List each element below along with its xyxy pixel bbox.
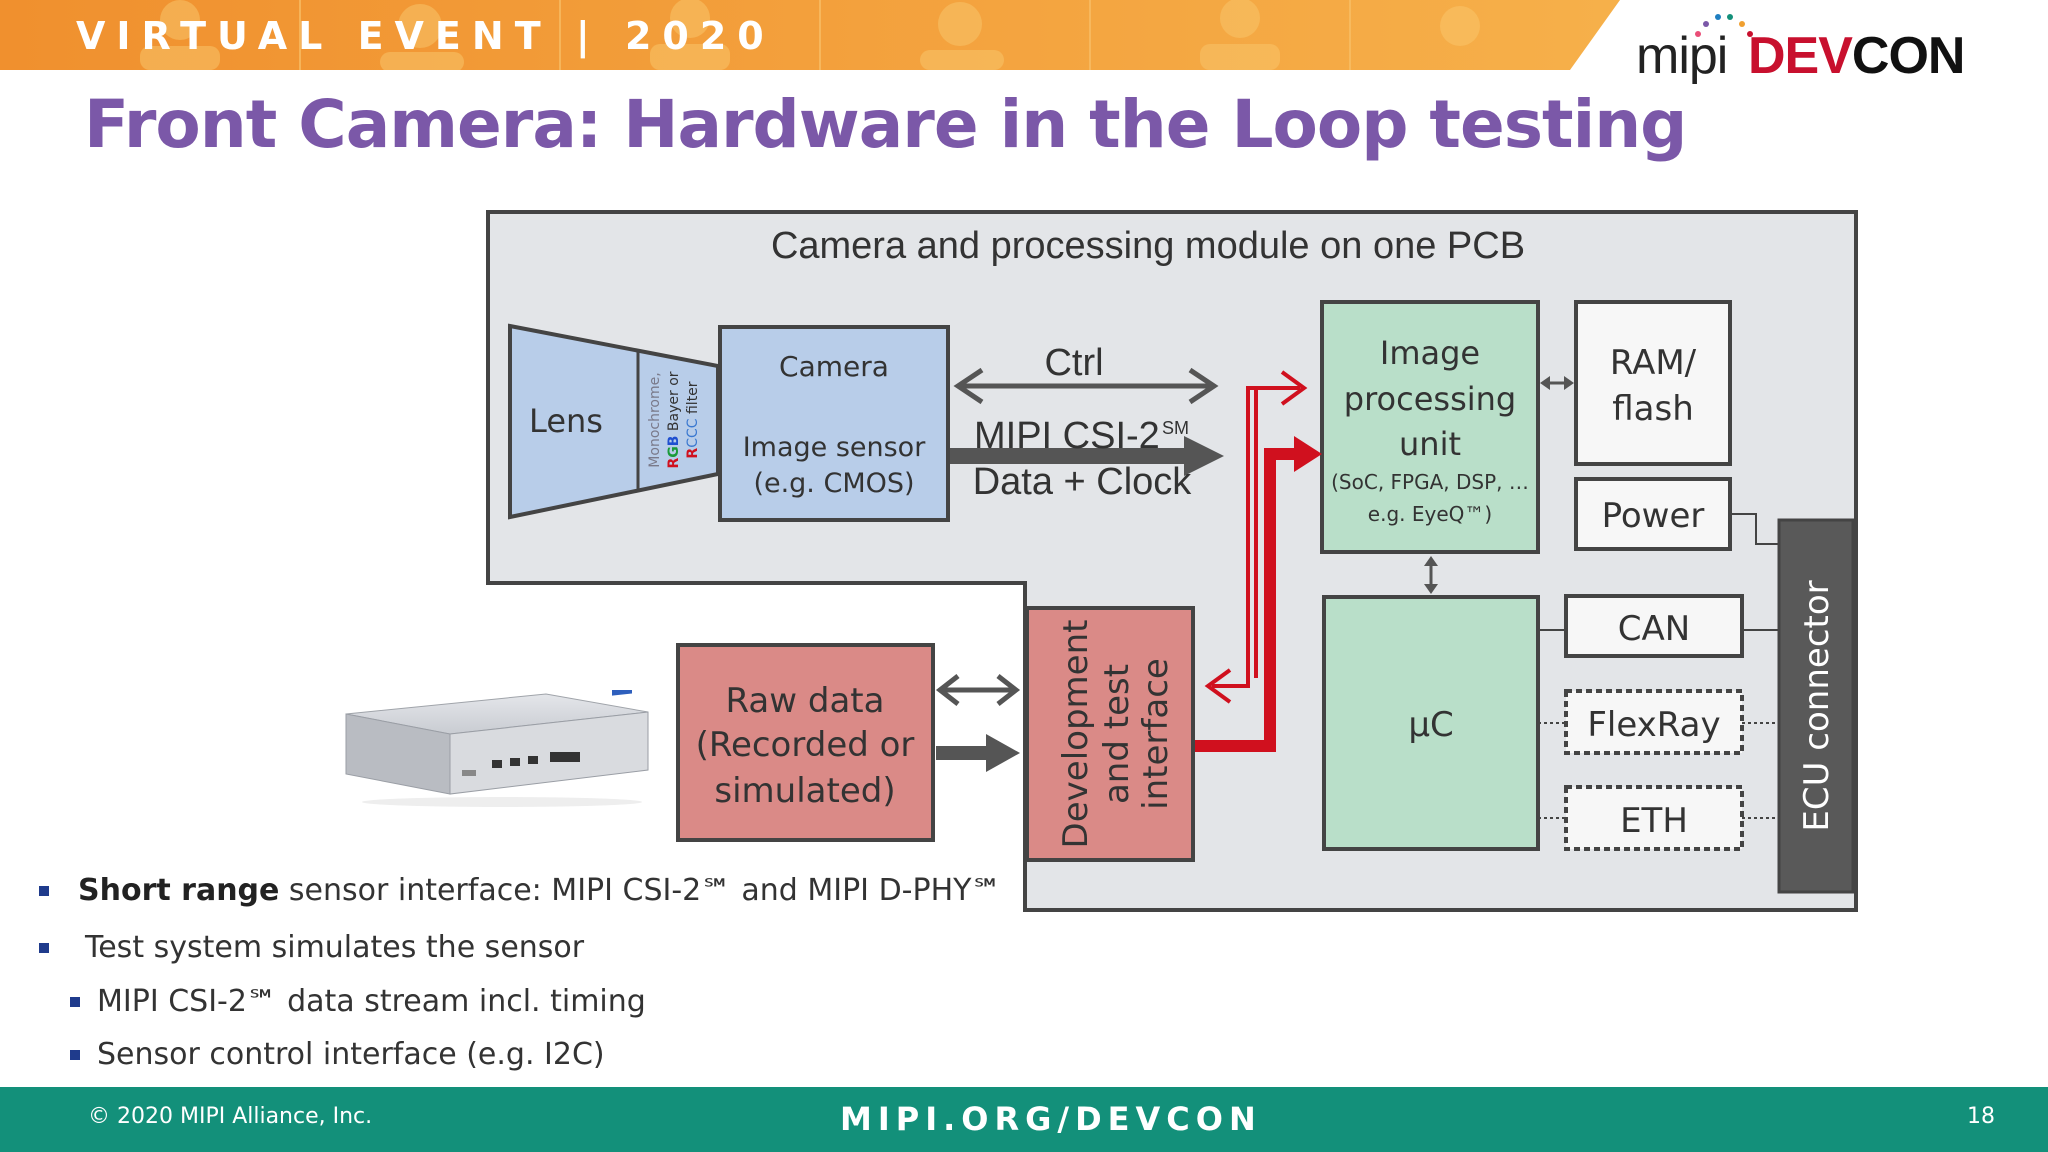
raw-label-line3: simulated) bbox=[714, 771, 895, 811]
logo-dots-icon bbox=[1695, 14, 1753, 37]
flexray-box bbox=[1564, 689, 1744, 755]
sub-bullet-item-2: Sensor control interface (e.g. I2C) bbox=[97, 1037, 605, 1072]
raw-label-line2: (Recorded or bbox=[696, 725, 915, 765]
dev-label-line3: interface bbox=[1136, 658, 1176, 810]
svg-text:RCCC filter: RCCC filter bbox=[685, 381, 701, 458]
can-box bbox=[1564, 594, 1744, 658]
sub-bullet-marker bbox=[70, 1050, 80, 1060]
camera-label: Camera bbox=[779, 350, 889, 383]
eth-box bbox=[1564, 785, 1744, 851]
event-label: VIRTUAL EVENT | 2020 bbox=[76, 14, 775, 58]
pcb-title: Camera and processing module on one PCB bbox=[771, 225, 1525, 267]
flexray-label: FlexRay bbox=[1587, 705, 1720, 745]
test-system-device-image bbox=[345, 690, 649, 807]
ipu-box bbox=[1320, 300, 1540, 554]
red-control-path bbox=[1204, 370, 1308, 704]
logo-devcon-text: DEVCON bbox=[1748, 27, 1965, 85]
sm-mark: SM bbox=[1162, 418, 1189, 438]
ctrl-arrow bbox=[953, 367, 1219, 405]
image-sensor-example: (e.g. CMOS) bbox=[753, 468, 914, 499]
footer-bar bbox=[0, 1087, 2048, 1152]
svg-text:Monochrome,: Monochrome, bbox=[647, 372, 663, 467]
ram-label: RAM/ bbox=[1610, 343, 1697, 383]
image-sensor-label: Image sensor bbox=[743, 432, 927, 463]
uc-label: µC bbox=[1408, 705, 1453, 745]
ctrl-label: Ctrl bbox=[1044, 342, 1103, 384]
dev-label-line1: Development bbox=[1056, 620, 1096, 849]
slide-title: Front Camera: Hardware in the Loop testi… bbox=[84, 86, 1687, 163]
copyright-text: © 2020 MIPI Alliance, Inc. bbox=[88, 1104, 373, 1129]
ipu-label-line1: Image bbox=[1380, 334, 1480, 372]
eth-label: ETH bbox=[1620, 801, 1688, 841]
raw-label-line1: Raw data bbox=[726, 681, 885, 721]
bullet-marker bbox=[39, 943, 49, 953]
filter-label: Monochrome, RGB Bayer or RCCC filter bbox=[647, 371, 701, 468]
flash-label: flash bbox=[1612, 389, 1694, 429]
power-label: Power bbox=[1602, 496, 1705, 536]
ipu-ram-arrow bbox=[1540, 376, 1574, 390]
sub-bullet-item-1: MIPI CSI-2℠ data stream incl. timing bbox=[97, 984, 646, 1019]
ram-flash-box bbox=[1574, 300, 1732, 466]
ecu-connector bbox=[1777, 518, 1855, 894]
dev-test-box bbox=[1025, 606, 1195, 862]
ecu-connector-label: ECU connector bbox=[1797, 580, 1837, 831]
camera-box bbox=[718, 325, 950, 522]
footer-url[interactable]: MIPI.ORG/DEVCON bbox=[840, 1100, 1262, 1138]
lens-label: Lens bbox=[529, 402, 603, 440]
mipi-devcon-logo: mipi DEVCON bbox=[1630, 8, 1970, 88]
red-data-path bbox=[1195, 436, 1322, 752]
svg-text:RGB Bayer or: RGB Bayer or bbox=[666, 371, 682, 468]
ipu-label-line2: processing bbox=[1344, 380, 1516, 418]
data-clock-label: Data + Clock bbox=[973, 461, 1193, 503]
raw-dev-data-arrow bbox=[936, 734, 1020, 772]
sub-bullet-marker bbox=[70, 997, 80, 1007]
dev-label-line2: and test bbox=[1097, 664, 1137, 804]
bullet-item-2: Test system simulates the sensor bbox=[85, 930, 585, 965]
data-clock-arrow bbox=[950, 436, 1224, 476]
ipu-label-line3: unit bbox=[1399, 425, 1461, 463]
mipi-csi-label: MIPI CSI-2 bbox=[974, 415, 1160, 457]
ipu-uc-arrow bbox=[1424, 556, 1438, 594]
ipu-sub-line2: e.g. EyeQ™) bbox=[1368, 502, 1492, 526]
bullet-item-1: Short range sensor interface: MIPI CSI-2… bbox=[78, 873, 1003, 908]
page-number: 18 bbox=[1967, 1104, 1995, 1129]
raw-dev-ctrl-arrow bbox=[935, 674, 1021, 706]
can-label: CAN bbox=[1618, 609, 1690, 649]
bullet-marker bbox=[39, 886, 49, 896]
event-banner bbox=[0, 0, 1620, 70]
logo-mipi-text: mipi bbox=[1636, 27, 1728, 85]
ipu-sub-line1: (SoC, FPGA, DSP, … bbox=[1331, 470, 1529, 494]
raw-data-box bbox=[676, 643, 935, 842]
